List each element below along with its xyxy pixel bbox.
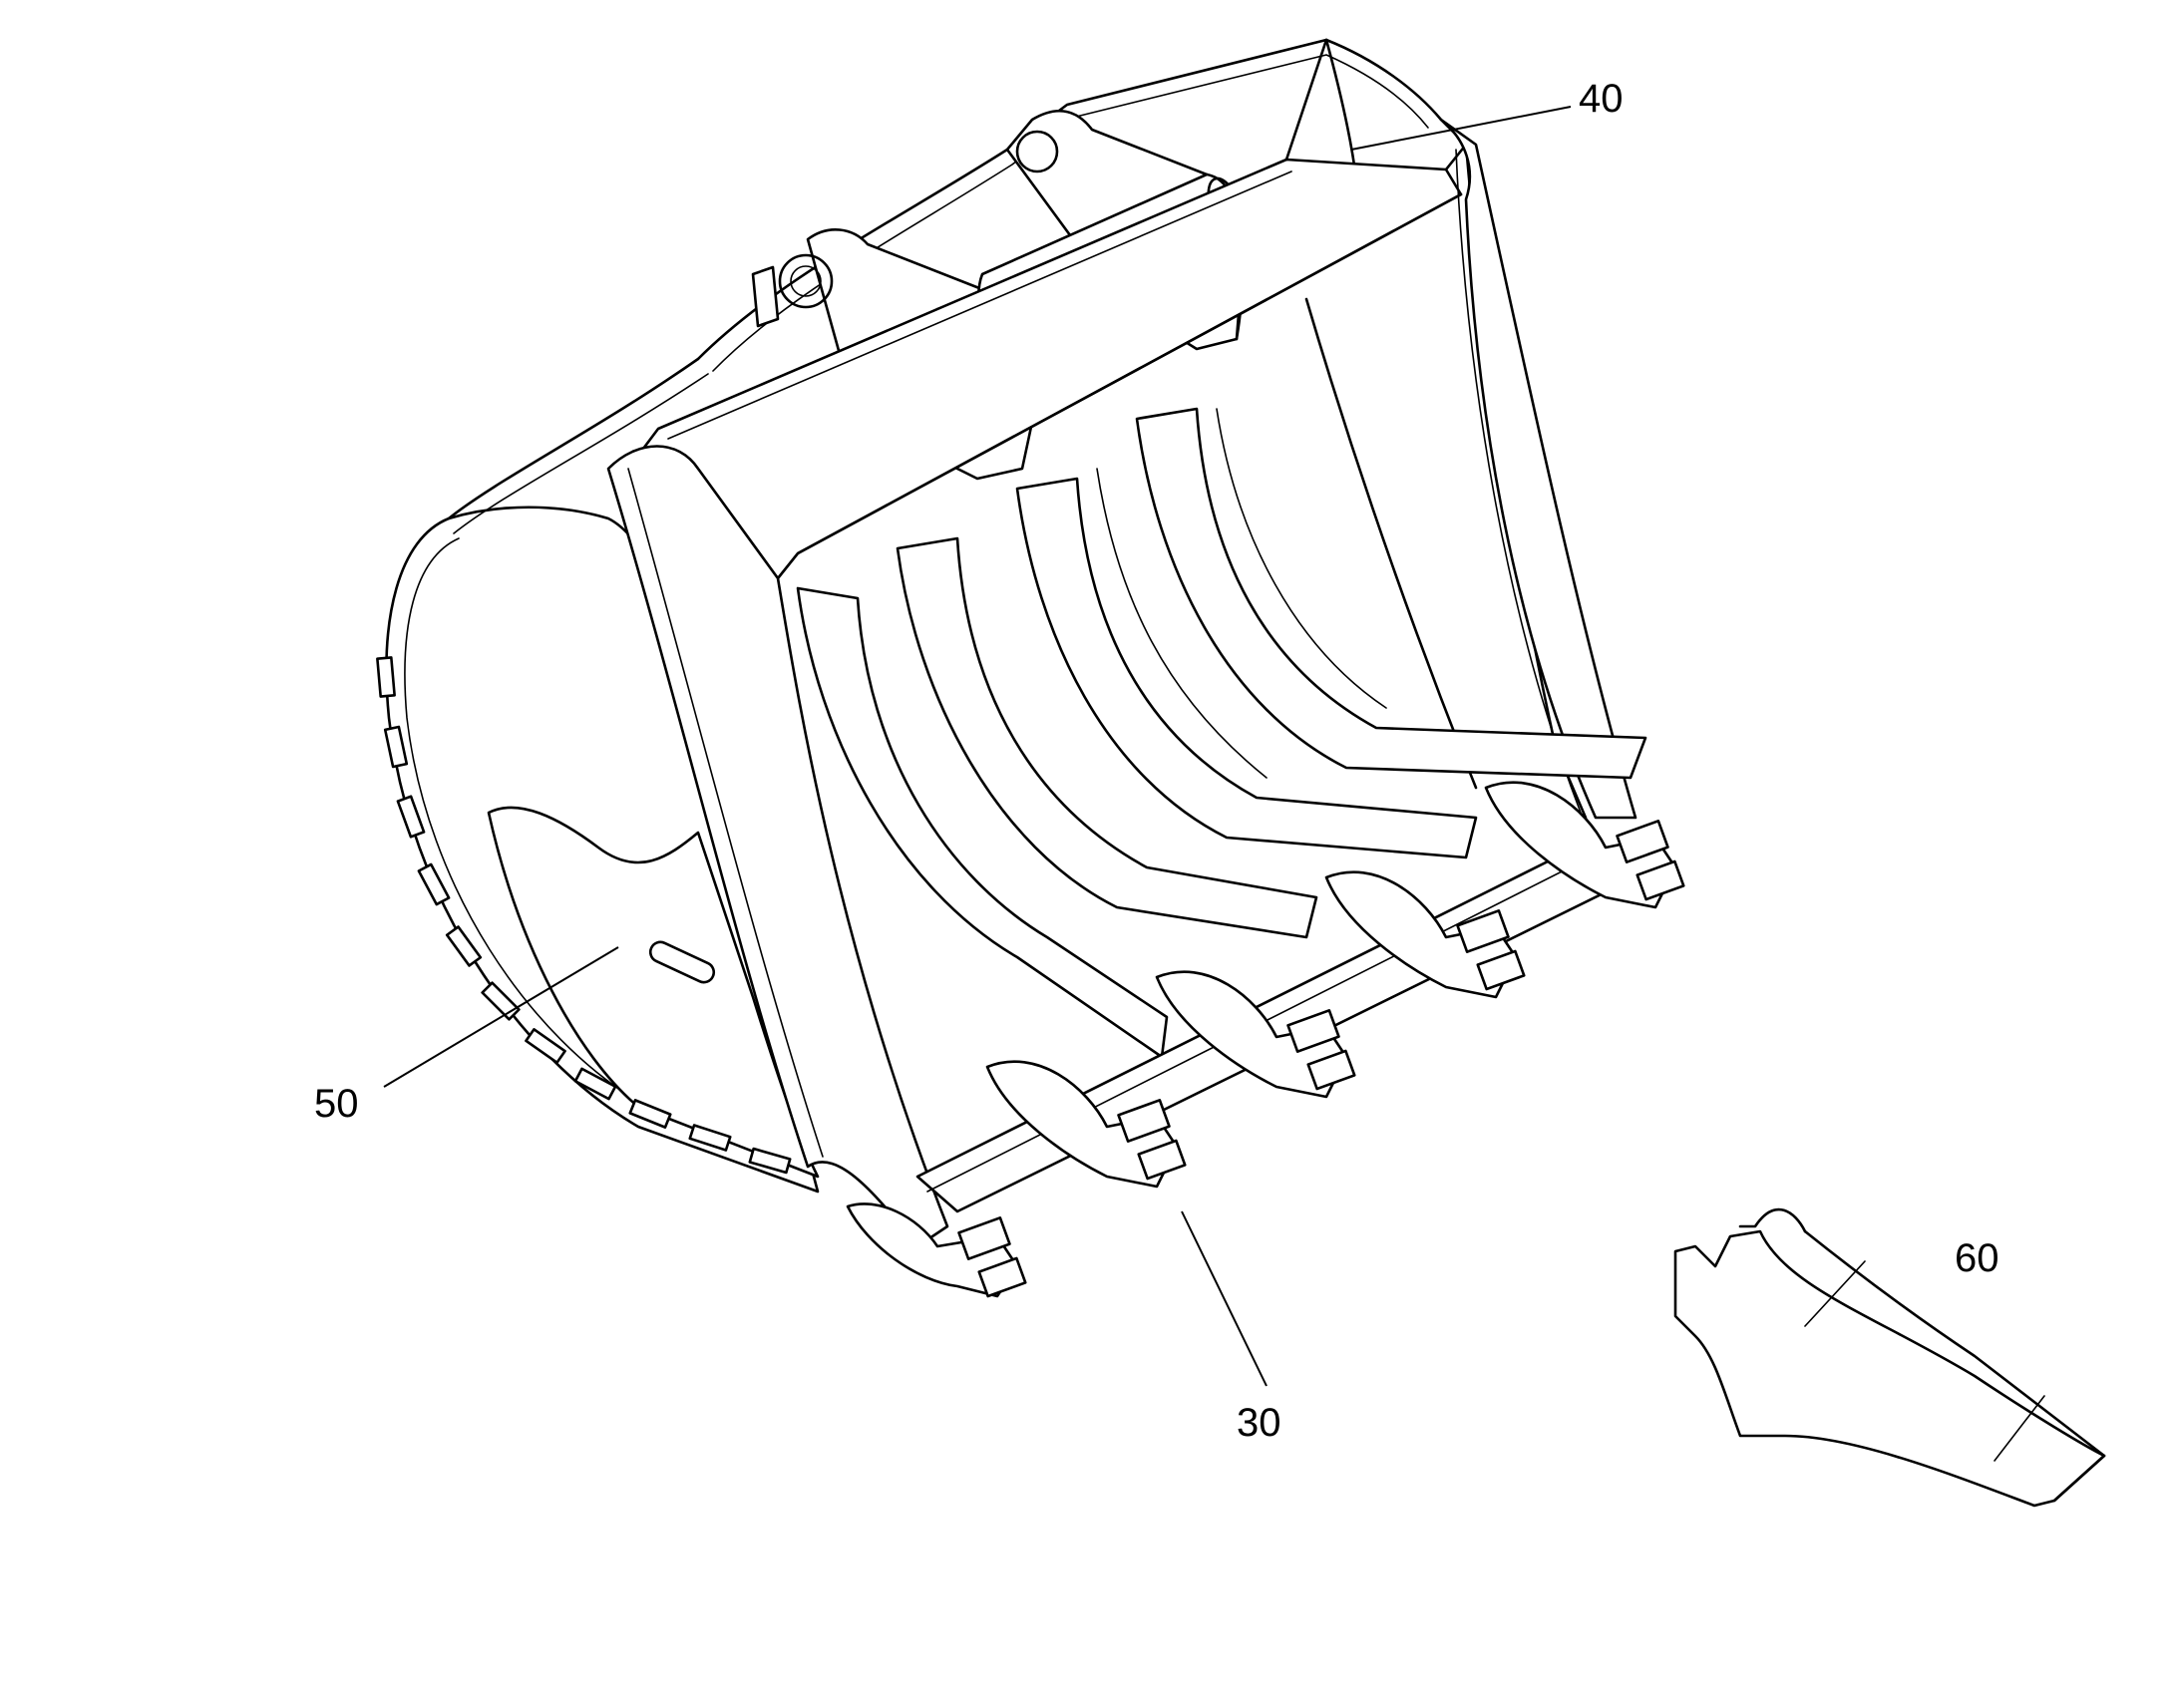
leader-line-30: [1181, 1210, 1268, 1387]
tooth-point: [1673, 1207, 2106, 1508]
tooth-adapter-4: [1324, 870, 1526, 999]
reference-label-60: 60: [1955, 1236, 1999, 1280]
leader-lines: [383, 106, 1572, 1387]
leader-line-40: [1350, 106, 1572, 151]
side-wear-blocks: [376, 656, 792, 1175]
side-cutter-plate: [487, 806, 820, 1179]
reference-label-50: 50: [314, 1082, 359, 1126]
right-side-plate: [1304, 118, 1637, 820]
tooth-adapter-5: [1484, 781, 1685, 909]
leader-line-50: [383, 946, 619, 1088]
reference-label-30: 30: [1237, 1401, 1281, 1445]
bucket-ribs: [796, 407, 1647, 1059]
tooth-adapter-1: [846, 1202, 1027, 1298]
tooth-adapter-2: [985, 1060, 1187, 1189]
tooth-adapter-3: [1155, 970, 1356, 1099]
reference-label-40: 40: [1579, 77, 1624, 121]
